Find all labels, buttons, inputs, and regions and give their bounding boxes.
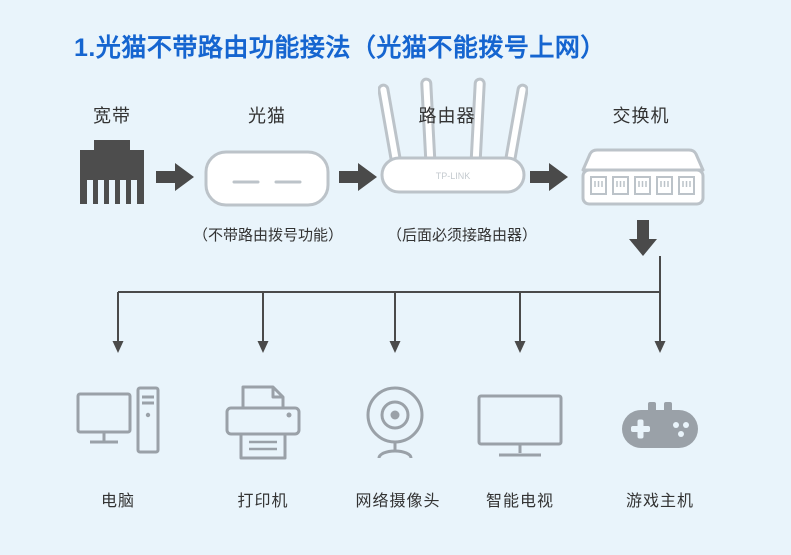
smart-tv-label: 智能电视: [485, 493, 555, 510]
broadband-label: 宽带: [93, 106, 131, 126]
switch-icon: [581, 148, 705, 206]
desktop-computer-icon: [76, 386, 160, 454]
ethernet-port-icon: [80, 140, 144, 204]
router-caption: （后面必须接路由器）: [386, 227, 538, 244]
distribution-lines: [112, 256, 666, 353]
modem-caption: （不带路由拨号功能）: [192, 227, 344, 244]
router-icon: TP-LINK: [378, 77, 528, 194]
switch-label: 交换机: [612, 106, 670, 126]
page-title: 1.光猫不带路由功能接法（光猫不能拨号上网）: [74, 34, 606, 62]
game-console-icon: [622, 402, 698, 448]
modem-label: 光猫: [248, 106, 286, 126]
arrow-down-icon: [629, 220, 657, 256]
game-console-label: 游戏主机: [625, 493, 695, 510]
printer-label: 打印机: [237, 493, 289, 510]
router-label: 路由器: [418, 106, 476, 126]
modem-icon: [204, 150, 330, 207]
printer-icon: [225, 385, 301, 460]
webcam-label: 网络摄像头: [355, 493, 441, 510]
router-brand-label: TP-LINK: [436, 171, 471, 181]
arrow-right-icon: [339, 163, 377, 191]
smart-tv-icon: [477, 394, 563, 457]
webcam-icon: [366, 386, 424, 459]
computer-label: 电脑: [100, 493, 136, 510]
arrow-right-icon: [156, 163, 194, 191]
arrow-right-icon: [530, 163, 568, 191]
